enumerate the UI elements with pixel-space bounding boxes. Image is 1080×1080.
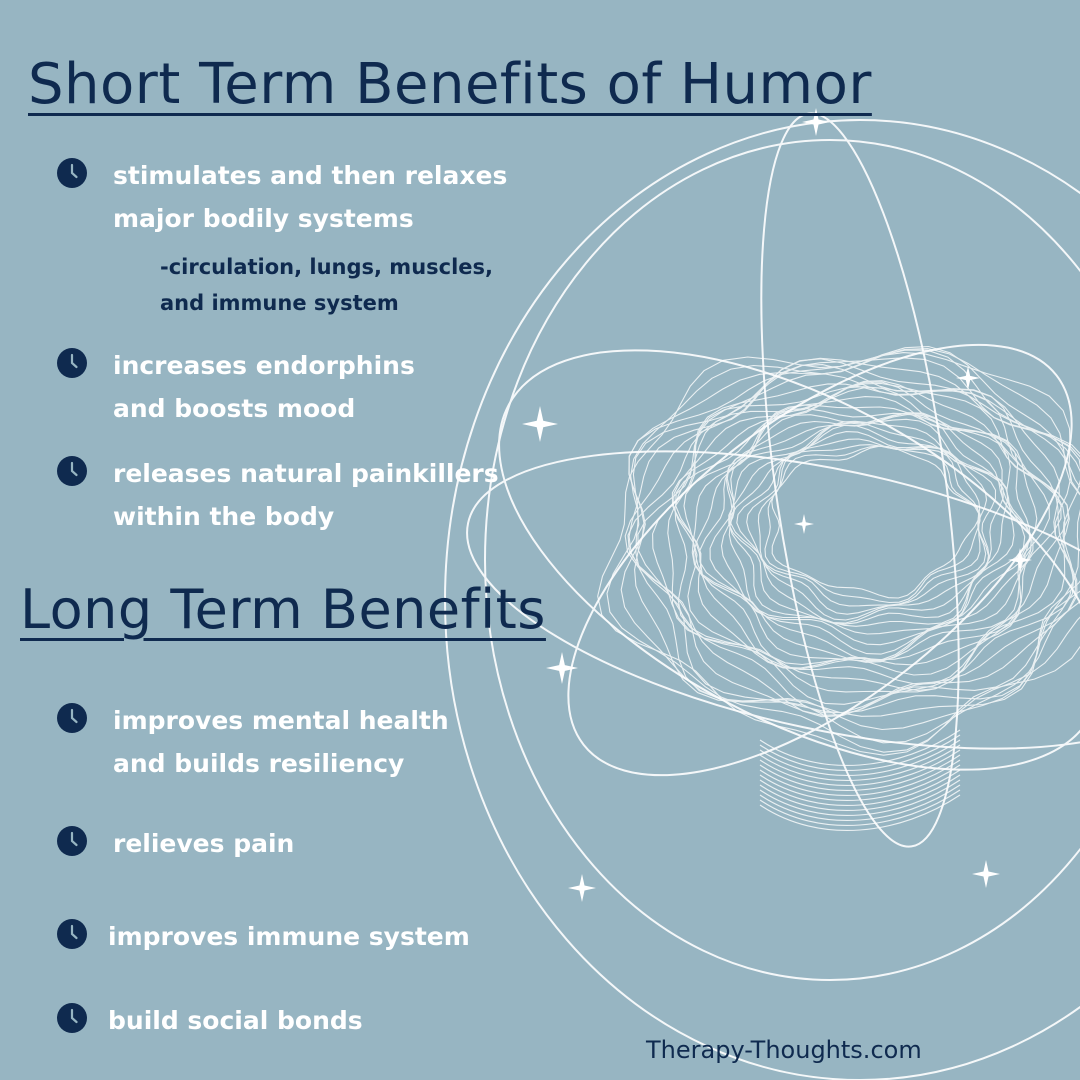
bullet-text: improves immune system: [108, 922, 470, 951]
brain-stem-strand: [759, 789, 961, 826]
brain-contour: [674, 382, 1070, 691]
brain-stem-strand: [759, 794, 961, 831]
website-link[interactable]: Therapy-Thoughts.com: [646, 1036, 922, 1064]
bullet-text: build social bonds: [108, 1006, 363, 1035]
short-term-item-1: stimulates and then relaxes major bodily…: [56, 154, 507, 240]
brain-stem-strand: [759, 769, 961, 806]
clock-icon: [57, 158, 87, 188]
brain-contour: [620, 345, 1080, 744]
brain-contour: [628, 349, 1080, 731]
brain-stem-strand: [759, 774, 961, 811]
brain-contour: [628, 357, 1080, 714]
brain-contour: [637, 373, 1078, 714]
long-term-item-1: improves mental health and builds resili…: [56, 699, 449, 785]
clock-icon: [57, 703, 87, 733]
brain-contour: [771, 445, 980, 599]
sparkle-icon: [546, 652, 578, 684]
brain-contour: [671, 381, 1062, 676]
sparkle-icon: [972, 860, 1000, 888]
brain-stem-strand: [759, 744, 961, 781]
brain-contour: [728, 420, 1009, 627]
long-term-heading: Long Term Benefits: [20, 578, 546, 641]
brain-contour: [683, 396, 1038, 666]
clock-icon: [57, 826, 87, 856]
brain-contour: [627, 364, 1077, 718]
short-term-heading: Short Term Benefits of Humor: [28, 52, 872, 117]
sparkle-icon: [1008, 548, 1032, 572]
clock-icon: [57, 456, 87, 486]
brain-contour: [764, 445, 981, 604]
brain-stem-strand: [759, 734, 961, 771]
brain-stem-strand: [759, 779, 961, 816]
brain-contour: [692, 408, 1032, 663]
long-term-item-2: relieves pain: [56, 822, 294, 865]
sparkle-icon: [956, 366, 980, 390]
body-systems-note: -circulation, lungs, muscles, and immune…: [160, 255, 494, 315]
brain-contour: [606, 348, 1080, 753]
sparkle-icon: [794, 514, 814, 534]
brain-contour: [675, 387, 1050, 669]
bullet-text: improves mental health and builds resili…: [113, 706, 449, 778]
bullet-text: releases natural painkillers within the …: [113, 459, 499, 531]
brain-stem-strand: [759, 749, 961, 786]
sparkle-icon: [568, 874, 596, 902]
brain-contour: [730, 424, 997, 624]
brain-contours: [597, 345, 1080, 831]
brain-stem-strand: [759, 784, 961, 821]
brain-contour: [691, 404, 1031, 662]
brain-stem-strand: [759, 754, 961, 791]
brain-contour: [652, 383, 1075, 705]
short-term-item-3: releases natural painkillers within the …: [56, 452, 499, 538]
brain-contour: [736, 431, 990, 621]
brain-stem-strand: [759, 729, 961, 766]
brain-contour: [757, 444, 981, 607]
long-term-item-4: build social bonds: [56, 999, 363, 1042]
bullet-text: relieves pain: [113, 829, 295, 858]
brain-stem-strand: [759, 764, 961, 801]
brain-contour: [667, 386, 1066, 693]
short-term-item-2: increases endorphins and boosts mood: [56, 344, 415, 430]
brain-contour: [632, 357, 1080, 717]
brain-stem-strand: [759, 759, 961, 796]
long-term-item-3: improves immune system: [56, 915, 470, 958]
brain-contour: [699, 412, 1034, 661]
sparkle-icon: [522, 406, 558, 442]
brain-contour: [746, 438, 987, 615]
brain-contour: [720, 413, 1026, 646]
brain-contour: [672, 380, 1069, 685]
clock-icon: [57, 1003, 87, 1033]
brain-contour: [624, 358, 1080, 716]
brain-contour: [728, 418, 1015, 635]
brain-contour: [728, 421, 1004, 625]
brain-contour: [597, 352, 1080, 756]
clock-icon: [57, 919, 87, 949]
brain-contour: [709, 412, 1032, 655]
clock-icon: [57, 348, 87, 378]
sparkles: [522, 108, 1032, 902]
bullet-text: stimulates and then relaxes major bodily…: [113, 161, 508, 233]
brain-stem-strand: [759, 739, 961, 776]
bullet-text: increases endorphins and boosts mood: [113, 351, 415, 423]
